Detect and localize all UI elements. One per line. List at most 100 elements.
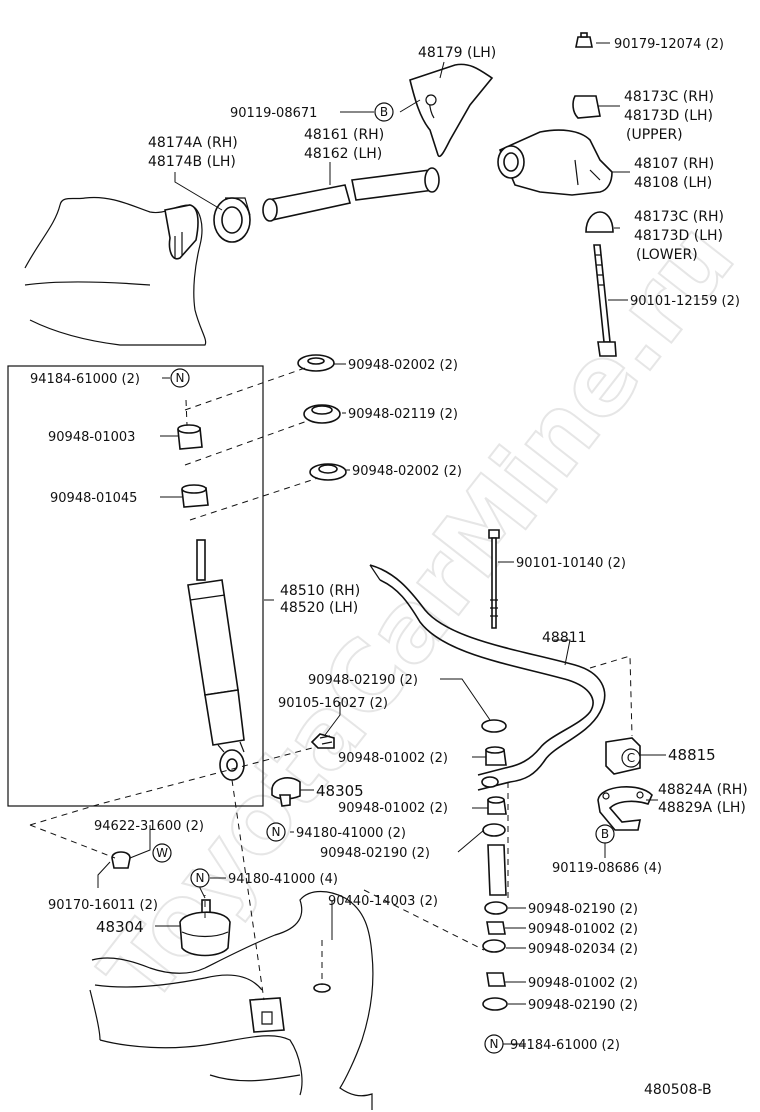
svg-text:N: N [196, 871, 205, 885]
stabilizer-bracket-48824 [597, 785, 653, 831]
label-48162: 48162 (LH) [304, 146, 382, 162]
label-48304: 48304 [96, 918, 144, 936]
bolt-90105-16027 [310, 733, 335, 749]
marker-c: C [621, 748, 641, 768]
label-90101-12159: 90101-12159 (2) [630, 294, 740, 309]
torsion-bar-48161 [262, 167, 440, 222]
label-48815: 48815 [668, 746, 716, 764]
label-lower: (LOWER) [636, 247, 698, 263]
marker-n-94180a: N [266, 822, 286, 842]
label-48174b: 48174B (LH) [148, 154, 236, 170]
svg-text:B: B [380, 105, 388, 119]
label-90948-02119: 90948-02119 (2) [348, 407, 458, 422]
dash-bolt-90105 [29, 747, 313, 826]
retainer-90948-02002-a [297, 354, 335, 372]
label-94180-41000-a: 94180-41000 (2) [296, 826, 406, 841]
bolt-90101-10140 [488, 529, 500, 629]
label-48173c-upper: 48173C (RH) [624, 89, 714, 105]
marker-n-shock: N [170, 368, 190, 388]
label-90948-02002-b: 90948-02002 (2) [352, 464, 462, 479]
marker-n-94180b: N [190, 868, 210, 888]
label-90119-08671: 90119-08671 [230, 106, 317, 121]
svg-text:N: N [490, 1037, 499, 1051]
stabilizer-bar-48811 [369, 564, 606, 791]
cushion-90948-02119 [303, 404, 341, 424]
label-48305: 48305 [316, 782, 364, 800]
label-48829a: 48829A (LH) [658, 800, 746, 816]
label-90948-02190-d: 90948-02190 (2) [528, 998, 638, 1013]
link-stack [481, 719, 508, 1011]
label-90948-02190-a: 90948-02190 (2) [308, 673, 418, 688]
torsion-bar-arm-48107 [497, 129, 613, 196]
label-90119-08686: 90119-08686 (4) [552, 861, 662, 876]
stabilizer-dash-right [589, 655, 633, 737]
label-90948-02190-c: 90948-02190 (2) [528, 902, 638, 917]
alignment-lines-upper [184, 367, 319, 521]
svg-text:N: N [272, 825, 281, 839]
label-48510: 48510 (RH) [280, 583, 360, 599]
cushion-upper-48173 [572, 95, 601, 119]
shock-absorber-group-box [7, 365, 264, 807]
label-90101-10140: 90101-10140 (2) [516, 556, 626, 571]
svg-text:C: C [627, 751, 635, 765]
frame-upper-left [24, 196, 207, 346]
marker-b-lower: B [595, 824, 615, 844]
marker-b-upper: B [374, 102, 394, 122]
label-48173d-lower: 48173D (LH) [634, 228, 723, 244]
label-48107: 48107 (RH) [634, 156, 714, 172]
label-48173d-upper: 48173D (LH) [624, 108, 713, 124]
shock-absorber-48510 [187, 539, 245, 781]
label-90948-01003: 90948-01003 [48, 430, 135, 445]
marker-n-94184b: N [484, 1034, 504, 1054]
label-90440-14003: 90440-14003 (2) [328, 894, 438, 909]
figure-code: 480508-B [644, 1082, 712, 1098]
dash-shock-lower [231, 779, 265, 1001]
label-90948-01045: 90948-01045 [50, 491, 137, 506]
label-48824a: 48824A (RH) [658, 782, 748, 798]
label-48179: 48179 (LH) [418, 45, 496, 61]
cushion-90948-01003 [177, 424, 203, 450]
label-48811: 48811 [542, 630, 587, 646]
label-90948-01002-a: 90948-01002 (2) [338, 751, 448, 766]
alignment-line-nut [185, 399, 188, 426]
label-90948-01002-c: 90948-01002 (2) [528, 922, 638, 937]
bolt-90101-12159 [593, 244, 617, 357]
washer-90440 [313, 983, 331, 993]
nut-90170 [111, 851, 131, 869]
frame-lower [89, 890, 374, 1110]
bound-stopper-48305 [271, 777, 301, 807]
dash-90948-02034 [363, 889, 485, 951]
svg-text:W: W [156, 846, 168, 860]
dash-nut-90170 [29, 824, 116, 859]
label-90948-01002-d: 90948-01002 (2) [528, 976, 638, 991]
label-48173c-lower: 48173C (RH) [634, 209, 724, 225]
torsion-bar-anchor-48174 [213, 197, 251, 243]
label-94622-31600: 94622-31600 (2) [94, 819, 204, 834]
label-90948-02190-b: 90948-02190 (2) [320, 846, 430, 861]
bracket-48179 [409, 63, 494, 158]
retainer-90948-02002-b [309, 463, 347, 481]
cushion-lower-48173 [585, 211, 614, 233]
svg-text:N: N [176, 371, 185, 385]
label-48520: 48520 (LH) [280, 600, 358, 616]
svg-text:B: B [601, 827, 609, 841]
nut-90179 [575, 32, 593, 48]
label-48108: 48108 (LH) [634, 175, 712, 191]
label-94184-61000-a: 94184-61000 (2) [30, 372, 140, 387]
label-90105-16027: 90105-16027 (2) [278, 696, 388, 711]
label-94180-41000-b: 94180-41000 (4) [228, 872, 338, 887]
cushion-90948-01045 [181, 484, 209, 508]
part-labels: 48179 (LH) 90179-12074 (2) 90119-08671 4… [30, 37, 748, 1098]
bound-stopper-48304 [179, 899, 231, 957]
leader-lines [97, 42, 666, 1045]
label-94184-61000-b: 94184-61000 (2) [510, 1038, 620, 1053]
label-48174a: 48174A (RH) [148, 135, 238, 151]
label-90948-02034: 90948-02034 (2) [528, 942, 638, 957]
label-90179-12074: 90179-12074 (2) [614, 37, 724, 52]
label-90948-02002-a: 90948-02002 (2) [348, 358, 458, 373]
label-90170-16011: 90170-16011 (2) [48, 898, 158, 913]
label-90948-01002-b: 90948-01002 (2) [338, 801, 448, 816]
label-48161: 48161 (RH) [304, 127, 384, 143]
label-upper: (UPPER) [626, 127, 683, 143]
